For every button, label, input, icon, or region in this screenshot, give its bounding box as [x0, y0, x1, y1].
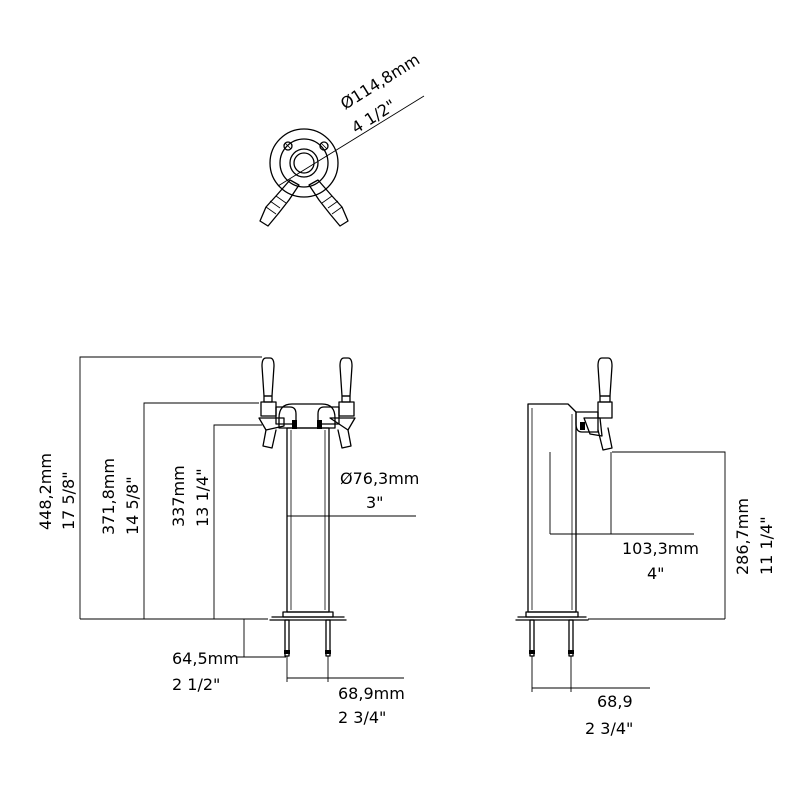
total-height-in-label: 17 5/8" [59, 471, 78, 530]
front-mount-stud-left [284, 619, 290, 657]
top-column-bore [289, 148, 319, 178]
top-mount-screw-right [319, 141, 329, 151]
side-view: 286,7mm 11 1/4" 103,3mm 4" 68,9 2 3/4" [515, 357, 776, 738]
dim-spout-height [213, 424, 262, 619]
total-height-mm-label: 448,2mm [36, 453, 55, 530]
side-spout-reach-mm-label: 103,3mm [622, 539, 699, 558]
side-spout-height-in-label: 11 1/4" [757, 516, 776, 575]
stud-spacing-mm-label: 68,9mm [338, 684, 405, 703]
stud-length-in-label: 2 1/2" [172, 675, 220, 694]
dim-upper-height [143, 402, 259, 619]
upper-height-in-label: 14 5/8" [123, 476, 142, 535]
front-view: 448,2mm 17 5/8" 371,8mm 14 5/8" 337mm 13… [36, 356, 419, 727]
side-mount-stud-left [529, 619, 535, 657]
dim-side-spout-reach [549, 452, 694, 535]
top-diameter-leader [277, 95, 425, 187]
top-column-ring [279, 138, 329, 188]
dim-side-stud-spacing [531, 656, 650, 692]
stud-length-mm-label: 64,5mm [172, 649, 239, 668]
spout-height-mm-label: 337mm [169, 465, 188, 527]
top-base-flange [269, 128, 339, 198]
top-view: Ø114,8mm 4 1/2" [259, 50, 425, 227]
side-stud-spacing-in-label: 2 3/4" [585, 719, 633, 738]
dim-total-height [79, 356, 268, 620]
side-faucet [575, 357, 613, 451]
column-dia-in-label: 3" [366, 493, 384, 512]
side-base [515, 611, 589, 621]
dim-stud-length [236, 619, 286, 658]
front-mount-stud-right [325, 619, 331, 657]
side-mount-stud-right [568, 619, 574, 657]
dim-side-spout-height [588, 451, 726, 620]
side-spout-reach-in-label: 4" [647, 564, 665, 583]
spout-height-in-label: 13 1/4" [193, 468, 212, 527]
front-base [269, 611, 347, 621]
top-inner-bore [293, 152, 315, 174]
side-spout-height-mm-label: 286,7mm [733, 498, 752, 575]
front-column [286, 427, 330, 613]
upper-height-mm-label: 371,8mm [99, 458, 118, 535]
top-mount-screw-left [283, 141, 293, 151]
front-faucet-right [317, 357, 356, 449]
side-stud-spacing-mm-label: 68,9 [597, 692, 633, 711]
top-faucet-left [259, 179, 300, 227]
side-column [527, 403, 577, 613]
stud-spacing-in-label: 2 3/4" [338, 708, 386, 727]
front-faucet-left [258, 357, 297, 449]
column-dia-mm-label: Ø76,3mm [340, 469, 419, 488]
dim-stud-spacing [286, 656, 404, 682]
top-faucet-right [308, 179, 349, 227]
